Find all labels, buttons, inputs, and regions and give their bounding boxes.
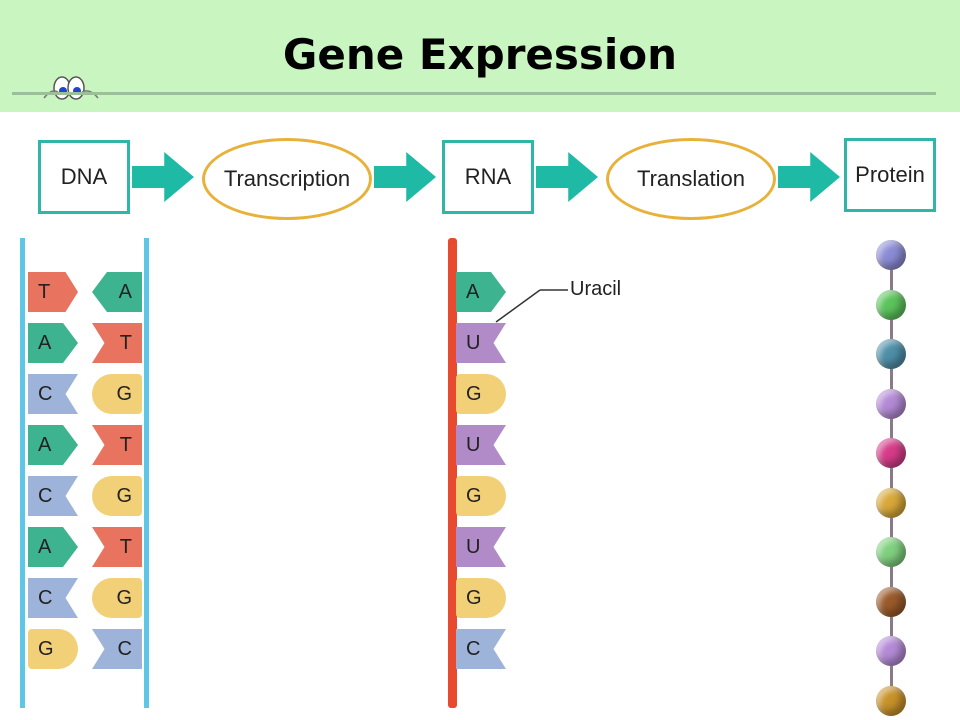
amino-acid-bead xyxy=(876,685,906,716)
rna-box: RNA xyxy=(442,140,534,214)
dna-right-nucleotide-C: C xyxy=(92,629,142,669)
dna-backbone-left xyxy=(20,238,25,708)
dna-right-nucleotide-T: T xyxy=(92,527,142,567)
rna-nucleotide-G: G xyxy=(456,578,506,618)
amino-acid-bead xyxy=(876,388,906,419)
amino-acid-bead xyxy=(876,240,906,270)
amino-acid-bead xyxy=(876,438,906,468)
rna-nucleotide-G: G xyxy=(456,476,506,516)
dna-right-nucleotide-G: G xyxy=(92,578,142,618)
rna-nucleotide-U: U xyxy=(456,425,506,465)
dna-right-nucleotide-G: G xyxy=(92,374,142,414)
slide-header: Gene Expression xyxy=(0,0,960,112)
rna-backbone xyxy=(448,238,457,708)
dna-right-nucleotide-G: G xyxy=(92,476,142,516)
protein-chain-line xyxy=(890,258,893,698)
transcription-label: Transcription xyxy=(223,166,351,191)
rna-label: RNA xyxy=(464,164,512,189)
translation-oval: Translation xyxy=(606,138,776,220)
amino-acid-bead xyxy=(876,636,906,666)
protein-box: Protein xyxy=(844,138,936,212)
amino-acid-bead xyxy=(876,487,906,518)
protein-label: Protein xyxy=(855,162,925,187)
title-divider xyxy=(12,92,936,95)
dna-label: DNA xyxy=(60,164,108,189)
amino-acid-bead xyxy=(876,339,906,369)
amino-acid-bead xyxy=(876,537,906,567)
transcription-oval: Transcription xyxy=(202,138,372,220)
amino-acid-bead xyxy=(876,586,906,617)
rna-nucleotide-G: G xyxy=(456,374,506,414)
page-title: Gene Expression xyxy=(282,30,678,79)
uracil-annotation: Uracil xyxy=(570,278,622,300)
dna-backbone-right xyxy=(144,238,149,708)
dna-box: DNA xyxy=(38,140,130,214)
amino-acid-bead xyxy=(876,289,906,320)
translation-label: Translation xyxy=(636,166,745,191)
dna-left-nucleotide-C: C xyxy=(28,374,78,414)
dna-left-nucleotide-G: G xyxy=(28,629,78,669)
